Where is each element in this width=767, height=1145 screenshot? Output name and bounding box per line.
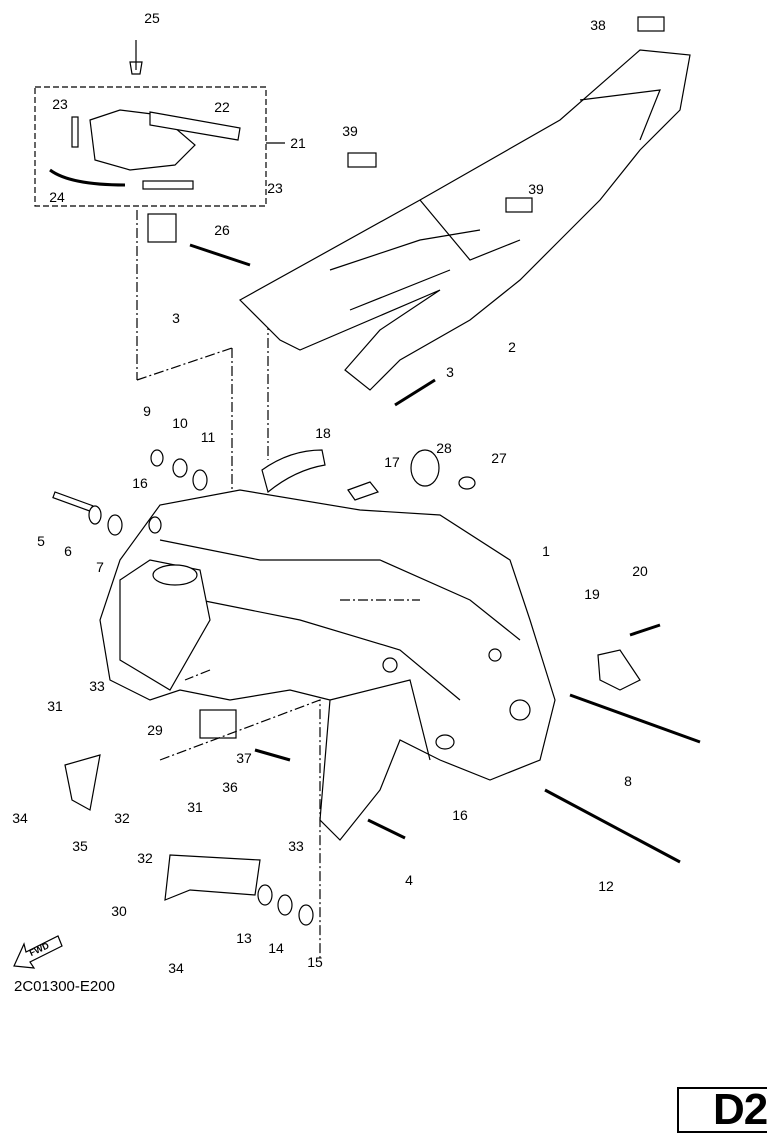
group-box-21	[34, 86, 267, 207]
part-18	[261, 449, 326, 494]
callout-32: 32	[137, 850, 153, 866]
part-23-strip	[71, 116, 79, 148]
bolt-20	[629, 623, 661, 637]
callout-15: 15	[307, 954, 323, 970]
label-38	[637, 16, 665, 32]
callout-27: 27	[491, 450, 507, 466]
headstock	[119, 559, 211, 691]
callout-26: 26	[214, 222, 230, 238]
rear-subframe	[239, 49, 691, 391]
bolt-4	[367, 818, 406, 840]
callout-2: 2	[508, 339, 516, 355]
callout-32: 32	[114, 810, 130, 826]
label-39	[347, 152, 377, 168]
callout-9: 9	[143, 403, 151, 419]
callout-8: 8	[624, 773, 632, 789]
callout-33: 33	[288, 838, 304, 854]
callout-25: 25	[144, 10, 160, 26]
page-id: D2	[713, 1085, 767, 1134]
callout-28: 28	[436, 440, 452, 456]
bolt-12	[544, 788, 681, 864]
part-28-grommet	[410, 449, 440, 487]
part-19-bracket	[597, 649, 641, 691]
callout-34: 34	[12, 810, 28, 826]
callout-16: 16	[132, 475, 148, 491]
callout-3: 3	[446, 364, 454, 380]
part-24-trim	[49, 168, 126, 187]
fwd-arrow-icon	[13, 935, 63, 969]
callout-19: 19	[584, 586, 600, 602]
drawing-code: 2C01300-E200	[14, 978, 115, 995]
callout-24: 24	[49, 189, 65, 205]
callout-1: 1	[542, 543, 550, 559]
callout-33: 33	[89, 678, 105, 694]
bolt-5	[52, 491, 94, 513]
callout-11: 11	[200, 429, 216, 445]
main-frame	[99, 489, 556, 841]
callout-39: 39	[342, 123, 358, 139]
callout-18: 18	[315, 425, 331, 441]
callout-22: 22	[214, 99, 230, 115]
callout-31: 31	[187, 799, 203, 815]
callout-14: 14	[268, 940, 284, 956]
callout-10: 10	[172, 415, 188, 431]
callout-34: 34	[168, 960, 184, 976]
callout-20: 20	[632, 563, 648, 579]
callout-29: 29	[147, 722, 163, 738]
part-17	[347, 481, 379, 501]
callout-31: 31	[47, 698, 63, 714]
callout-6: 6	[64, 543, 72, 559]
callout-36: 36	[222, 779, 238, 795]
part-27-cap	[458, 476, 476, 490]
callout-23: 23	[52, 96, 68, 112]
callout-39: 39	[528, 181, 544, 197]
callout-5: 5	[37, 533, 45, 549]
bolt-3	[189, 243, 251, 267]
part-25-screw	[129, 40, 143, 75]
callout-23: 23	[267, 180, 283, 196]
callout-13: 13	[236, 930, 252, 946]
callout-17: 17	[384, 454, 400, 470]
callout-4: 4	[405, 872, 413, 888]
callout-21: 21	[290, 135, 306, 151]
label-39	[505, 197, 533, 213]
callout-3: 3	[172, 310, 180, 326]
callout-7: 7	[96, 559, 104, 575]
callout-38: 38	[590, 17, 606, 33]
bolt-8	[569, 693, 701, 744]
callout-30: 30	[111, 903, 127, 919]
callout-12: 12	[598, 878, 614, 894]
callout-16: 16	[452, 807, 468, 823]
part-23-strip	[142, 180, 194, 190]
callout-37: 37	[236, 750, 252, 766]
part-35-bracket	[64, 754, 101, 811]
bolt-3	[394, 378, 436, 407]
callout-35: 35	[72, 838, 88, 854]
part-30-bracket	[164, 854, 261, 901]
page-id-box: D2	[677, 1085, 767, 1134]
part-26-clip	[147, 213, 177, 243]
